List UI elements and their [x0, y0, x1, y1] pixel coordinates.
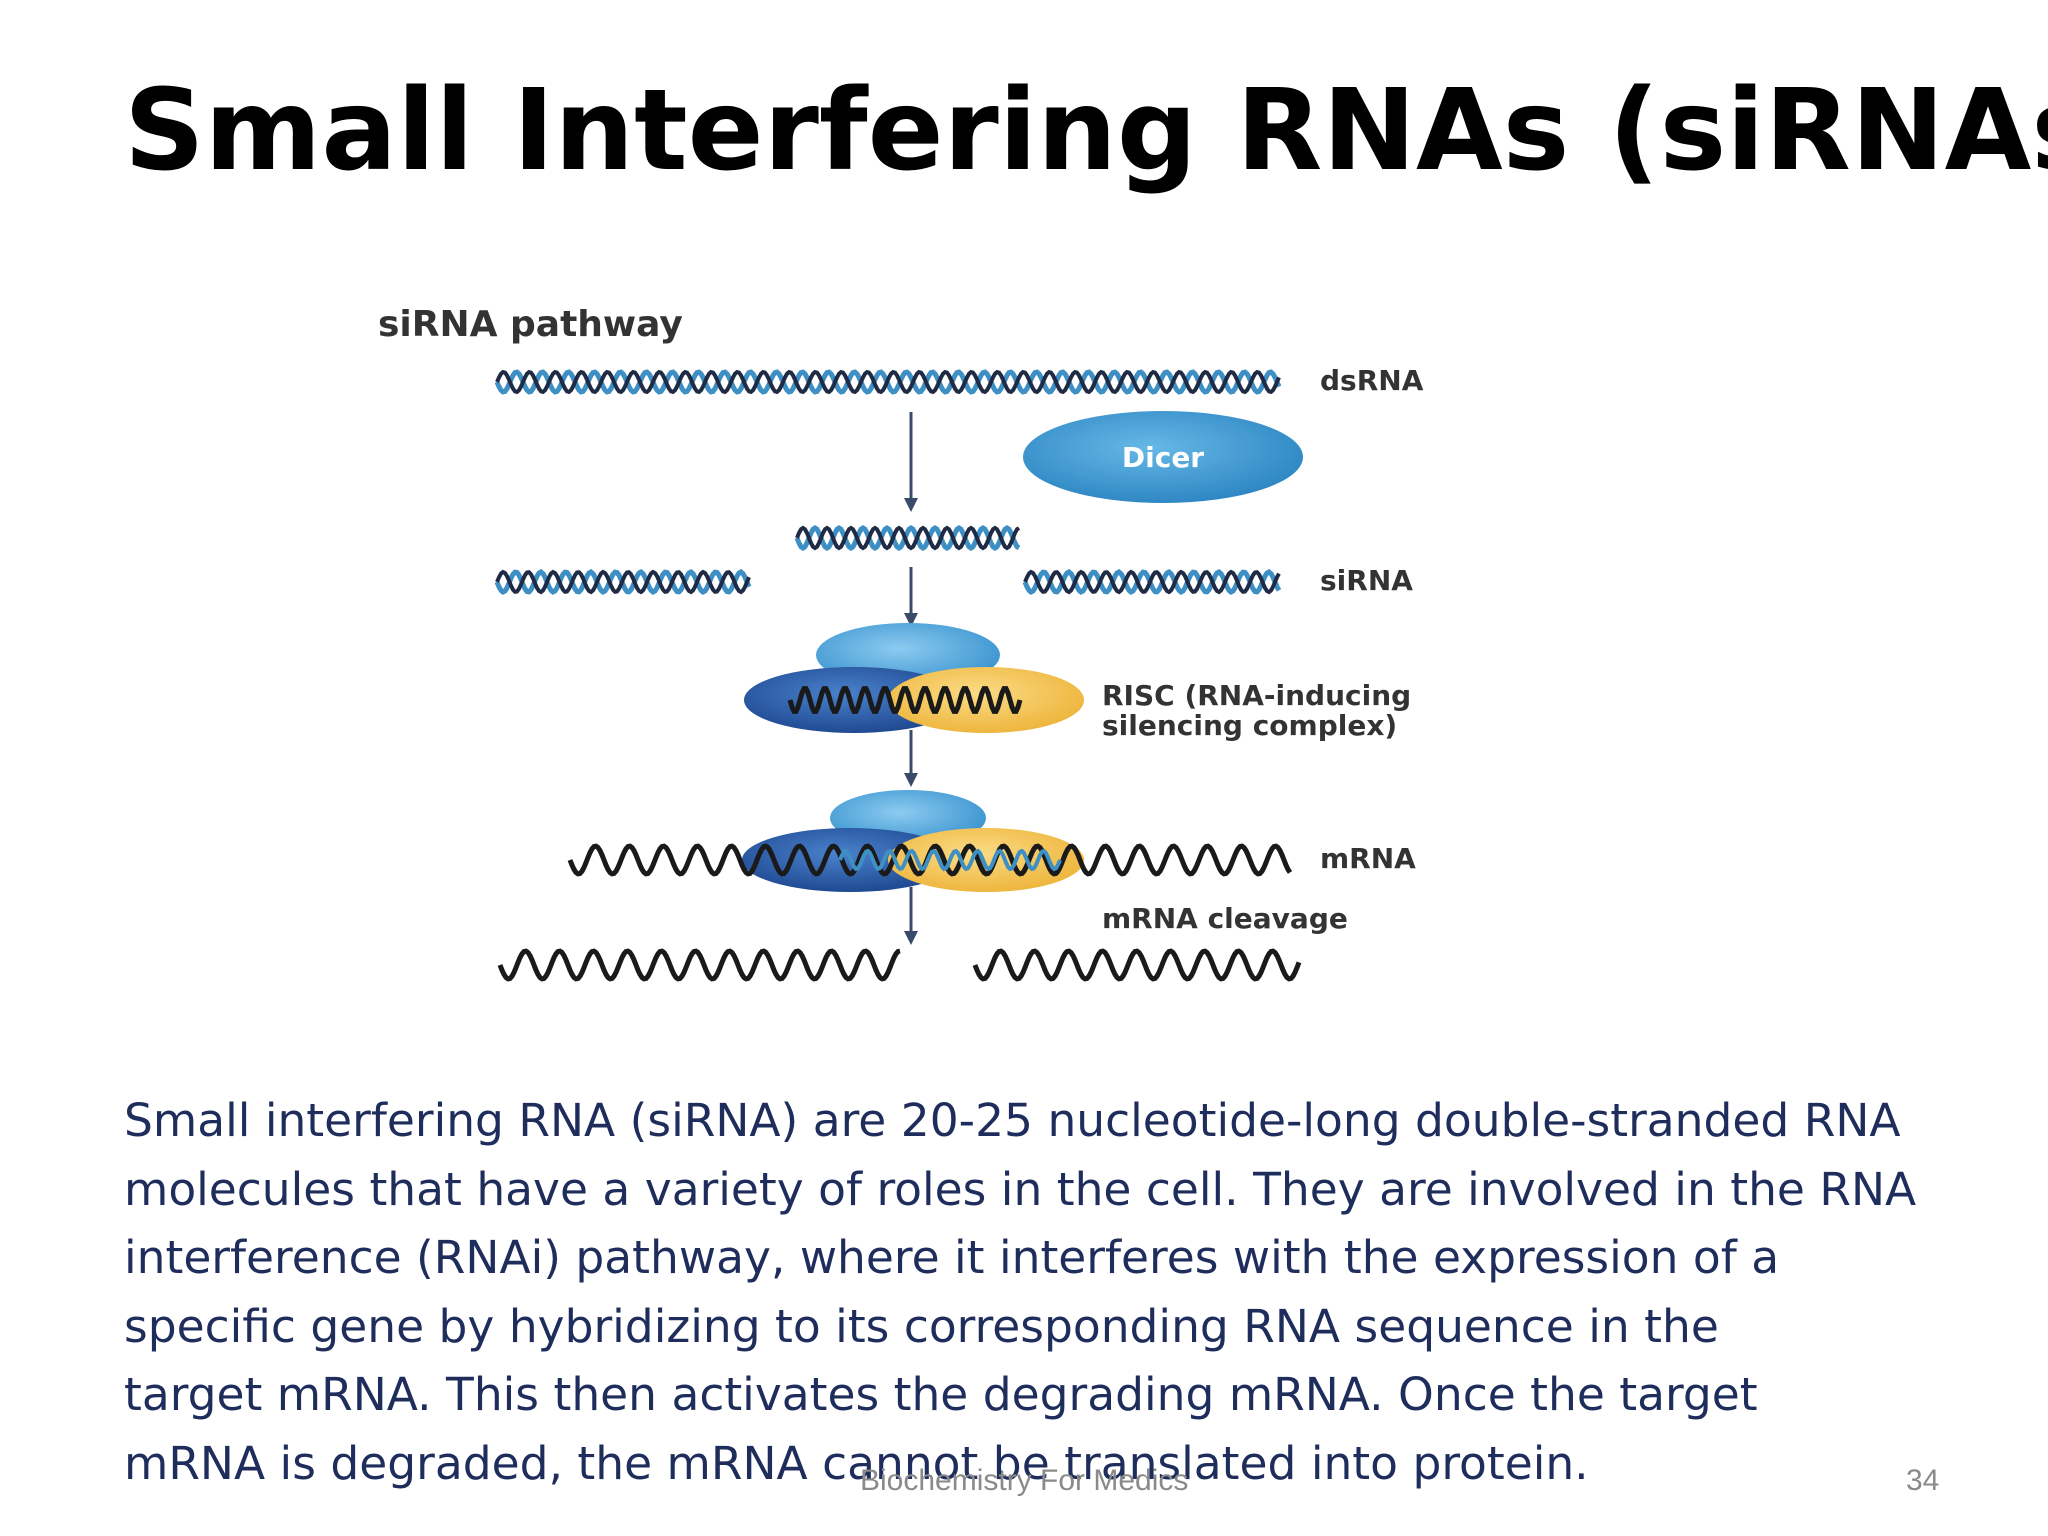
slide-title: Small Interfering RNAs (siRNAs): [124, 66, 2048, 196]
dicer-ellipse: [1023, 411, 1303, 503]
sirna-fragments: [494, 525, 1282, 595]
sirna-label: siRNA: [1320, 564, 1413, 597]
body-line: specific gene by hybridizing to its corr…: [124, 1299, 1719, 1353]
risc-right-lobe: [888, 667, 1084, 733]
dsrna-helix: [494, 369, 1282, 395]
cleaved-mrna-right: [972, 948, 1302, 982]
risc-complex: [744, 623, 1084, 733]
mrna-label: mRNA: [1320, 842, 1416, 875]
sirna-left-b: [495, 569, 751, 595]
slide-footer: Biochemistry For Medics: [860, 1464, 1189, 1497]
mrna-bound-sirna: [838, 848, 1062, 872]
risc-label-line1: RISC (RNA-inducing: [1102, 679, 1411, 712]
dicer-enzyme: Dicer: [1023, 411, 1303, 503]
diagram-heading: siRNA pathway: [378, 304, 683, 345]
dicer-label: Dicer: [1122, 441, 1204, 474]
body-line: target mRNA. This then activates the deg…: [124, 1368, 1758, 1421]
risc-bound-strand: [787, 686, 1023, 714]
page-number: 34: [1906, 1464, 1940, 1497]
cleaved-mrna-left: [497, 948, 901, 982]
sirna-center-b: [795, 525, 1021, 551]
sirna-right-b: [1023, 569, 1281, 595]
body-line: interference (RNAi) pathway, where it in…: [124, 1231, 1780, 1284]
dsrna-label: dsRNA: [1320, 364, 1424, 397]
body-text: Small interfering RNA (siRNA) are 20-25 …: [124, 1087, 1994, 1498]
body-line: molecules that have a variety of roles i…: [124, 1162, 1917, 1216]
risc-label-line2: silencing complex): [1102, 709, 1397, 742]
body-line: mRNA is degraded, the mRNA cannot be tra…: [124, 1436, 1589, 1490]
body-line: Small interfering RNA (siRNA) are 20-25 …: [124, 1094, 1901, 1147]
cleaved-mrna: [497, 948, 1302, 982]
mrna-cleavage-label: mRNA cleavage: [1102, 902, 1348, 935]
dsrna-strand-b: [495, 369, 1281, 395]
mrna-with-risc: [567, 790, 1293, 892]
